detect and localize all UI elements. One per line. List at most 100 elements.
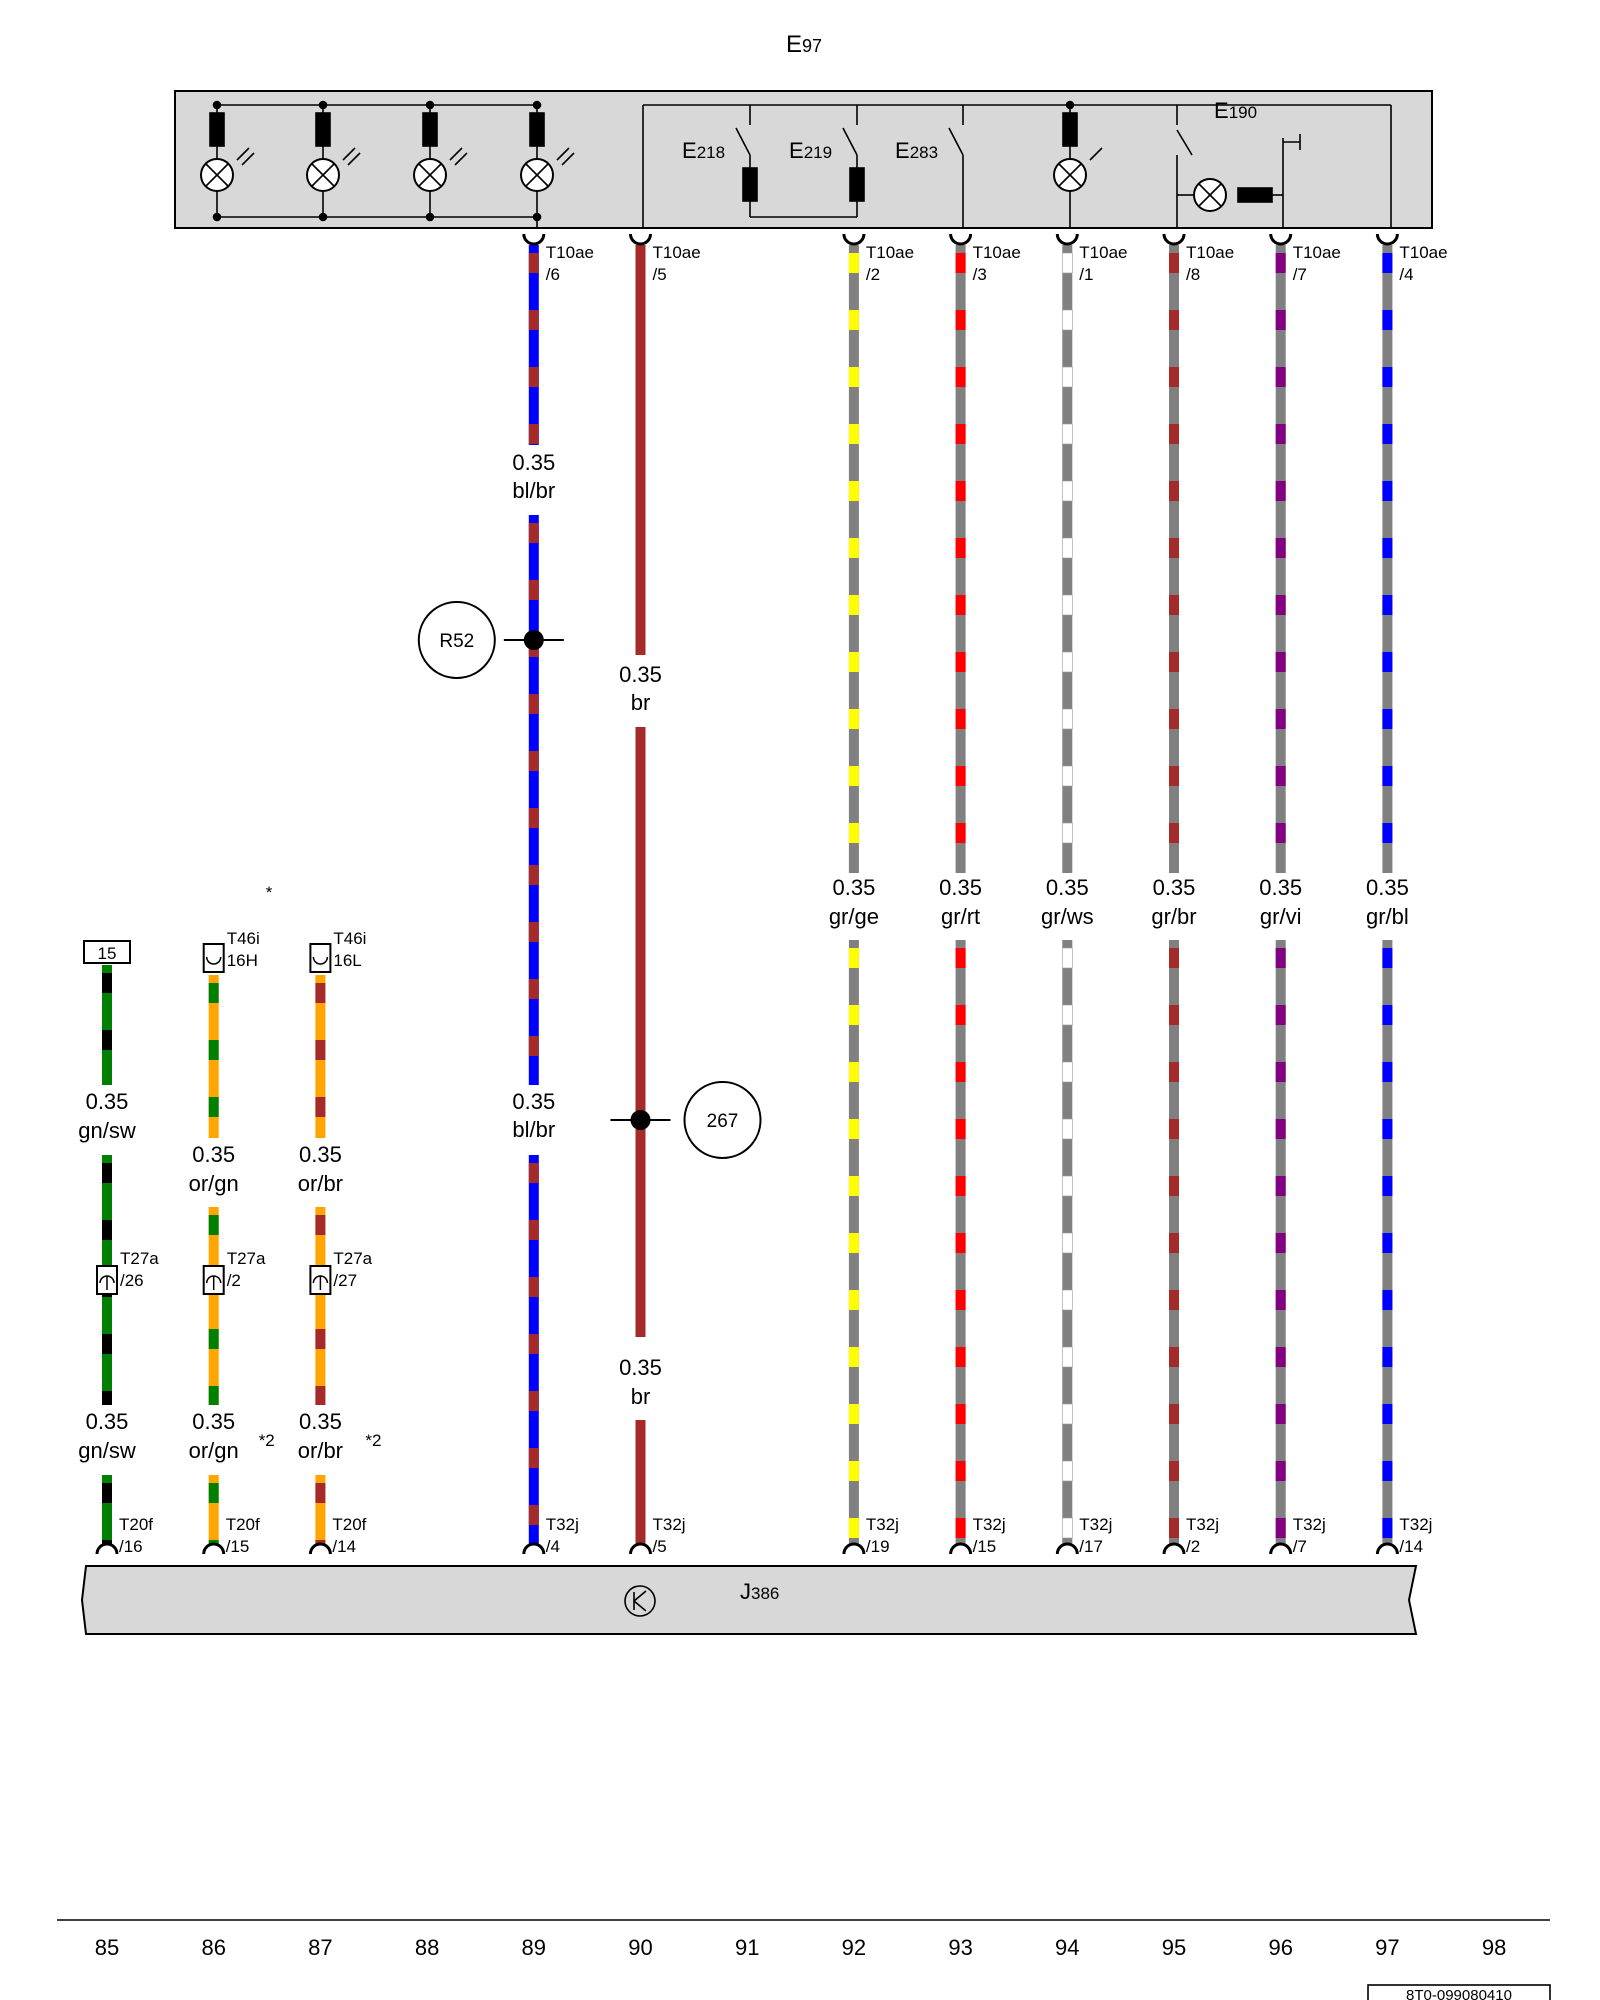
top-unit-label: E97 — [786, 31, 822, 58]
wire-color-label: gn/sw — [78, 1438, 136, 1463]
wire-segment — [1062, 245, 1073, 873]
top-pin-icon — [629, 233, 652, 246]
top-connector-pin: /8 — [1186, 265, 1200, 284]
wire-size-label: 0.35 — [86, 1089, 129, 1114]
wire-size-label: 0.35 — [299, 1409, 342, 1434]
bottom-connector-pin: /19 — [866, 1537, 890, 1556]
bottom-pin-icon — [95, 1542, 119, 1555]
top-pin-icon — [1375, 233, 1399, 246]
resistor-icon — [529, 112, 545, 147]
bottom-unit-housing — [80, 1565, 1418, 1635]
column-number: 91 — [735, 1935, 759, 1960]
bottom-connector-pin: /14 — [1399, 1537, 1423, 1556]
top-connector-name: T10ae — [1079, 243, 1127, 262]
node-label: R52 — [439, 631, 474, 652]
top-connector-box — [309, 943, 332, 973]
bottom-connector-name: T32j — [1079, 1515, 1112, 1534]
wire-segment — [1275, 940, 1286, 1545]
wire-size-label: 0.35 — [299, 1142, 342, 1167]
column-number: 93 — [948, 1935, 972, 1960]
bottom-connector-pin: /17 — [1079, 1537, 1103, 1556]
asterisk-mark: * — [266, 883, 273, 902]
top-connector-name: T10ae — [1293, 243, 1341, 262]
e283-label: E283 — [895, 138, 938, 163]
wire-size-label: 0.35 — [512, 450, 555, 475]
top-connector-name: T46i — [227, 929, 260, 948]
bottom-pin-icon — [308, 1542, 332, 1555]
top-pin-icon — [949, 233, 973, 246]
wire-segment — [315, 1207, 326, 1405]
wire-color-label: bl/br — [512, 1117, 555, 1142]
switch-icon — [948, 127, 964, 156]
wire-segment — [528, 515, 539, 1085]
wire-size-label: 0.35 — [1366, 875, 1409, 900]
wire-size-label: 0.35 — [619, 662, 662, 687]
bottom-connector-name: T20f — [119, 1515, 153, 1534]
mid-connector-pin: /26 — [120, 1271, 144, 1290]
wire-segment — [1169, 940, 1179, 1545]
wire-segment — [848, 940, 859, 1545]
wire-segment — [635, 245, 646, 655]
wire-color-label: gr/ws — [1041, 904, 1094, 929]
document-number: 8T0-099080410 — [1406, 1987, 1512, 2000]
column-number: 96 — [1268, 1935, 1292, 1960]
e218-label: E218 — [682, 138, 725, 163]
wire-size-label: 0.35 — [1153, 875, 1196, 900]
column-number: 95 — [1162, 1935, 1186, 1960]
bottom-pin-icon — [202, 1542, 226, 1555]
wire-size-label: 0.35 — [1259, 875, 1302, 900]
top-pin-icon — [1162, 233, 1186, 246]
bottom-connector-name: T32j — [1399, 1515, 1432, 1534]
wire-segment — [528, 245, 539, 445]
wire-segment — [1275, 245, 1286, 873]
column-number: 85 — [95, 1935, 119, 1960]
footnote-mark: *2 — [259, 1431, 275, 1450]
mid-connector-name: T27a — [333, 1249, 372, 1268]
wire-segment — [955, 245, 966, 873]
node-ring — [683, 1081, 762, 1159]
bottom-pin-icon — [1162, 1542, 1186, 1555]
column-number: 92 — [842, 1935, 866, 1960]
terminal-15-label: 15 — [98, 944, 117, 963]
wire-size-label: 0.35 — [619, 1355, 662, 1380]
bottom-pin-icon — [629, 1542, 652, 1555]
terminal-15-box — [83, 940, 131, 964]
e219-label: E219 — [789, 138, 832, 163]
wire-color-label: gn/sw — [78, 1118, 136, 1143]
wire-segment — [102, 1475, 112, 1545]
mid-connector-pin: /27 — [333, 1271, 357, 1290]
mid-connector-name: T27a — [227, 1249, 266, 1268]
bottom-connector-name: T32j — [653, 1515, 686, 1534]
top-unit-internal-circuit — [200, 100, 1392, 228]
bottom-connector-name: T32j — [1186, 1515, 1219, 1534]
wire-segment — [1382, 245, 1393, 873]
bottom-unit-label: J386 — [740, 1579, 779, 1604]
bottom-pin-icon — [949, 1542, 973, 1555]
e190-label: E190 — [1214, 98, 1257, 123]
resistor-icon — [209, 112, 225, 147]
top-pin-icon — [842, 233, 866, 246]
wire-size-label: 0.35 — [86, 1409, 129, 1434]
wire-segment — [955, 940, 966, 1545]
resistor-icon — [422, 112, 438, 147]
bottom-pin-icon — [522, 1542, 546, 1555]
mid-connector-pin: /2 — [227, 1271, 241, 1290]
bottom-connector-pin: /16 — [119, 1537, 143, 1556]
bottom-connector-pin: /5 — [653, 1537, 667, 1556]
column-number: 97 — [1375, 1935, 1399, 1960]
wire-segment — [208, 1475, 219, 1545]
top-connector-name: T46i — [333, 929, 366, 948]
bottom-connector-name: T20f — [332, 1515, 366, 1534]
top-connector-name: T10ae — [866, 243, 914, 262]
switch-icon — [1176, 129, 1193, 156]
bottom-connector-name: T32j — [973, 1515, 1006, 1534]
top-connector-pin: /1 — [1079, 265, 1093, 284]
switch-icon — [735, 127, 751, 156]
wire-color-label: br — [631, 1384, 651, 1409]
top-connector-pin: /7 — [1293, 265, 1307, 284]
wire-segment — [315, 1475, 326, 1545]
bottom-pin-icon — [1055, 1542, 1079, 1555]
wire-color-label: or/gn — [189, 1438, 239, 1463]
transistor-icon — [624, 1585, 656, 1617]
wire-color-label: gr/rt — [941, 904, 980, 929]
